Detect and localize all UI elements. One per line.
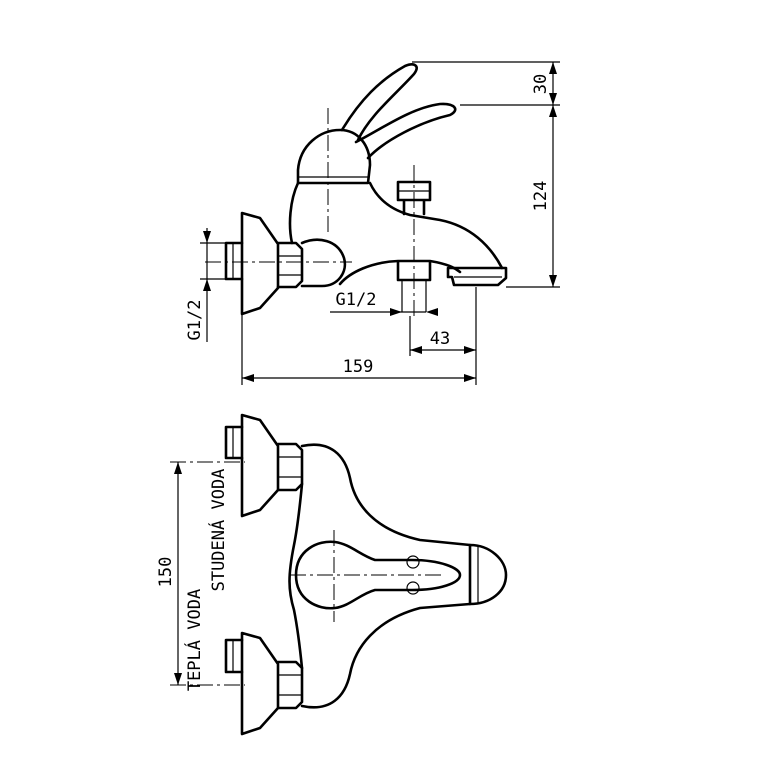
top-view: 150 STUDENÁ VODA TEPLÁ VODA	[156, 413, 508, 736]
dim-inlet-spacing: 150	[156, 557, 176, 588]
top-lower-nut	[276, 660, 304, 710]
dim-body-height: 124	[531, 181, 551, 212]
top-lever	[294, 540, 462, 610]
side-wall-flange	[240, 211, 280, 316]
dim-outlet-thread: G1/2	[336, 290, 377, 310]
dim-spout-offset: 43	[430, 329, 450, 349]
side-view: 30 124 G1/2 G1/2 43 159	[185, 61, 560, 385]
top-upper-flange	[240, 413, 280, 518]
label-cold-water: STUDENÁ VODA	[207, 469, 229, 592]
side-hex-nut	[276, 241, 304, 289]
top-spout-end	[468, 543, 508, 606]
top-upper-inlet	[224, 425, 244, 460]
side-cartridge-cap	[296, 128, 372, 185]
top-upper-nut	[276, 442, 304, 492]
top-lower-flange	[240, 631, 280, 736]
side-connector-bulb	[300, 238, 347, 288]
label-hot-water: TEPLÁ VODA	[183, 589, 205, 691]
dim-inlet-thread: G1/2	[185, 300, 205, 341]
side-diverter-knob	[396, 180, 432, 216]
dim-lever-height: 30	[531, 74, 551, 94]
side-spout-outlet	[446, 266, 508, 287]
top-lower-inlet	[224, 638, 244, 674]
dim-overall-length: 159	[343, 357, 374, 377]
side-inlet-pipe	[224, 241, 244, 281]
side-lever-handle	[340, 63, 457, 160]
top-body-outline	[288, 443, 472, 709]
